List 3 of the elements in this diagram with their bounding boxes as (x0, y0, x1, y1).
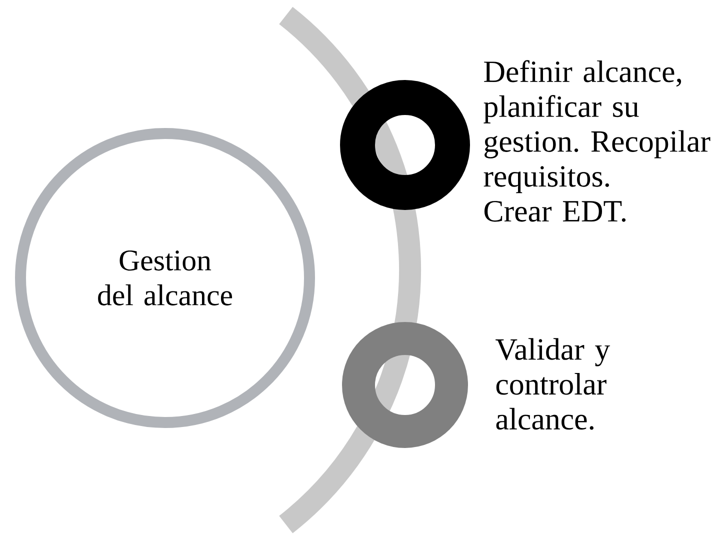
circle-node: Gestion del alcance (15, 128, 315, 428)
step-text: Definir alcance, planificar su gestion. Recopilar requisitos. Crear EDT. (484, 60, 710, 222)
step-text: Validar y controlar alcance. (496, 338, 610, 430)
